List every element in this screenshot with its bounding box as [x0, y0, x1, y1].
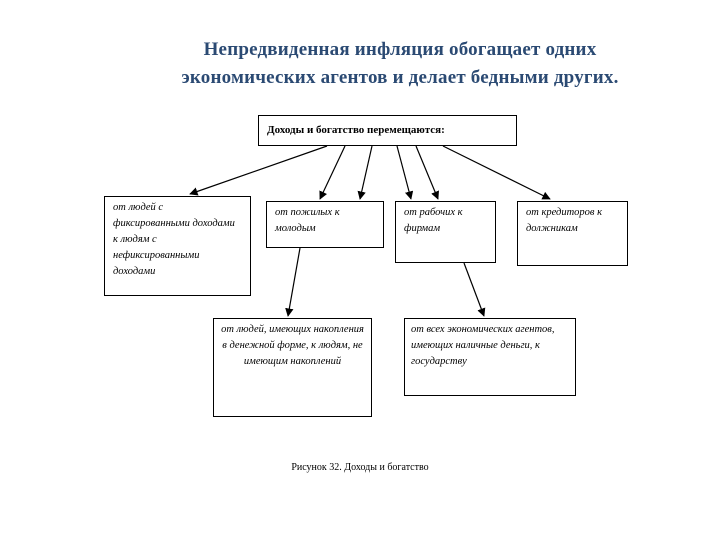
arrow-to-firms-a	[396, 145, 414, 200]
arrow-to-young-a	[319, 145, 346, 200]
arrow-to-fixed-income	[189, 145, 328, 196]
arrow-to-firms-b	[415, 145, 439, 200]
title-line-1: Непредвиденная инфляция обогащает одних	[203, 39, 597, 60]
box-elderly-to-young: от пожилых к молодым	[266, 201, 384, 248]
arrow-to-young-b	[357, 145, 373, 200]
slide-title: Непредвиденная инфляция обогащает одних …	[100, 36, 700, 92]
arrow-to-debtors	[442, 145, 551, 200]
figure-caption: Рисунок 32. Доходы и богатство	[291, 462, 429, 473]
box-creditors-to-debtors: от кредиторов к должникам	[517, 201, 628, 266]
arrow-to-state	[463, 262, 486, 317]
title-line-2: экономических агентов и делает бедными д…	[181, 67, 619, 88]
box-workers-to-firms: от рабочих к фирмам	[395, 201, 496, 263]
arrow-to-no-savings	[285, 247, 301, 317]
box-cash-holders-to-state: от всех экономических агентов, имеющих н…	[404, 318, 576, 396]
box-savings-holders: от людей, имеющих накопления в денежной …	[213, 318, 372, 417]
root-box: Доходы и богатство перемещаются:	[258, 115, 517, 146]
box-fixed-income: от людей с фиксированными доходами к люд…	[104, 196, 251, 296]
